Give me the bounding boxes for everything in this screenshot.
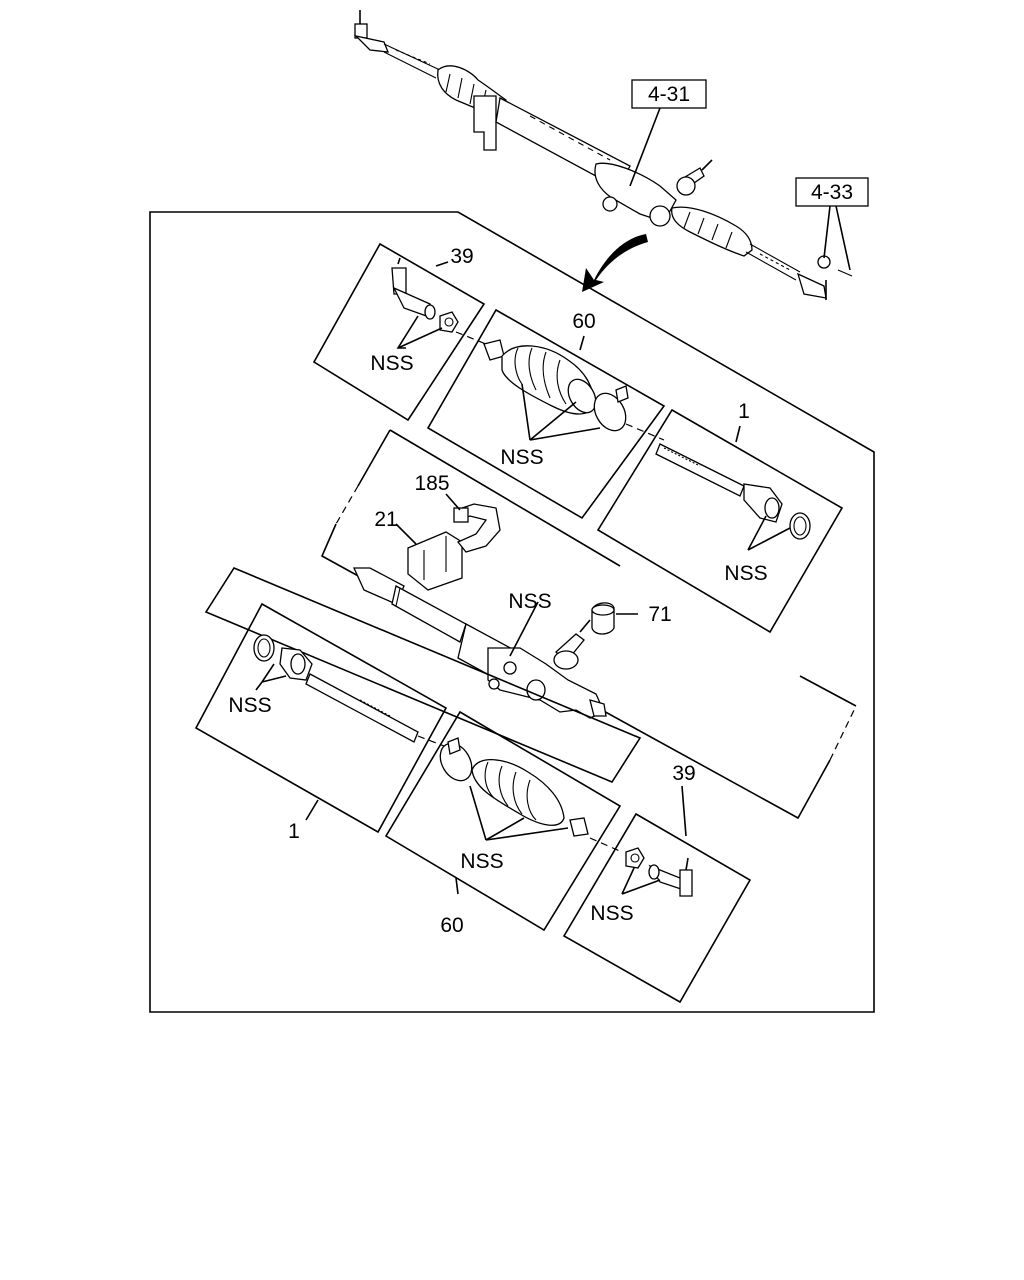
gear-housing-group: NSS 21 185 71 <box>320 429 857 820</box>
lower-tie-rod-end-nss: NSS <box>590 902 633 925</box>
callout-1-lower: 1 <box>288 820 300 843</box>
upper-boot-nss: NSS <box>500 446 543 469</box>
lower-inner-tie-rod-group: NSS 1 <box>194 567 642 843</box>
ref-4-33-leader <box>823 205 851 271</box>
explode-arrow-icon <box>582 234 648 292</box>
callout-1-upper: 1 <box>738 400 750 423</box>
callout-39-upper: 39 <box>450 245 473 268</box>
dash-line-tre-boot-upper <box>455 331 487 345</box>
overview-steering-rack-assembly <box>353 10 853 300</box>
dash-line-rod-boot-lower <box>417 735 445 747</box>
callout-185: 185 <box>414 472 449 495</box>
svg-text:4-33: 4-33 <box>811 181 853 204</box>
callout-60-upper: 60 <box>572 310 595 333</box>
upper-inner-rod-nss: NSS <box>724 562 767 585</box>
lower-tie-rod-end-group: NSS 39 <box>562 762 752 1004</box>
callout-39-lower: 39 <box>672 762 695 785</box>
upper-boot-group: NSS 60 <box>426 308 666 520</box>
gear-housing-nss: NSS <box>508 590 551 613</box>
lower-boot-group: NSS 60 <box>384 710 622 937</box>
exploded-view-frame <box>149 211 875 1013</box>
ref-box-4-33[interactable]: 4-33 <box>795 177 869 207</box>
dash-line-boot-tre-lower <box>589 837 623 853</box>
upper-tie-rod-end-group: NSS 39 <box>312 242 486 422</box>
upper-inner-tie-rod-group: NSS 1 <box>596 400 844 634</box>
lower-inner-rod-nss: NSS <box>228 694 271 717</box>
upper-tie-rod-end-nss: NSS <box>370 352 413 375</box>
callout-60-lower: 60 <box>440 914 463 937</box>
dash-line-boot-rod-upper <box>625 423 665 441</box>
ref-4-31-leader <box>629 107 661 187</box>
ref-box-4-31[interactable]: 4-31 <box>631 79 707 109</box>
svg-text:4-31: 4-31 <box>648 83 690 106</box>
callout-71: 71 <box>648 603 671 626</box>
lower-boot-nss: NSS <box>460 850 503 873</box>
callout-21: 21 <box>374 508 397 531</box>
